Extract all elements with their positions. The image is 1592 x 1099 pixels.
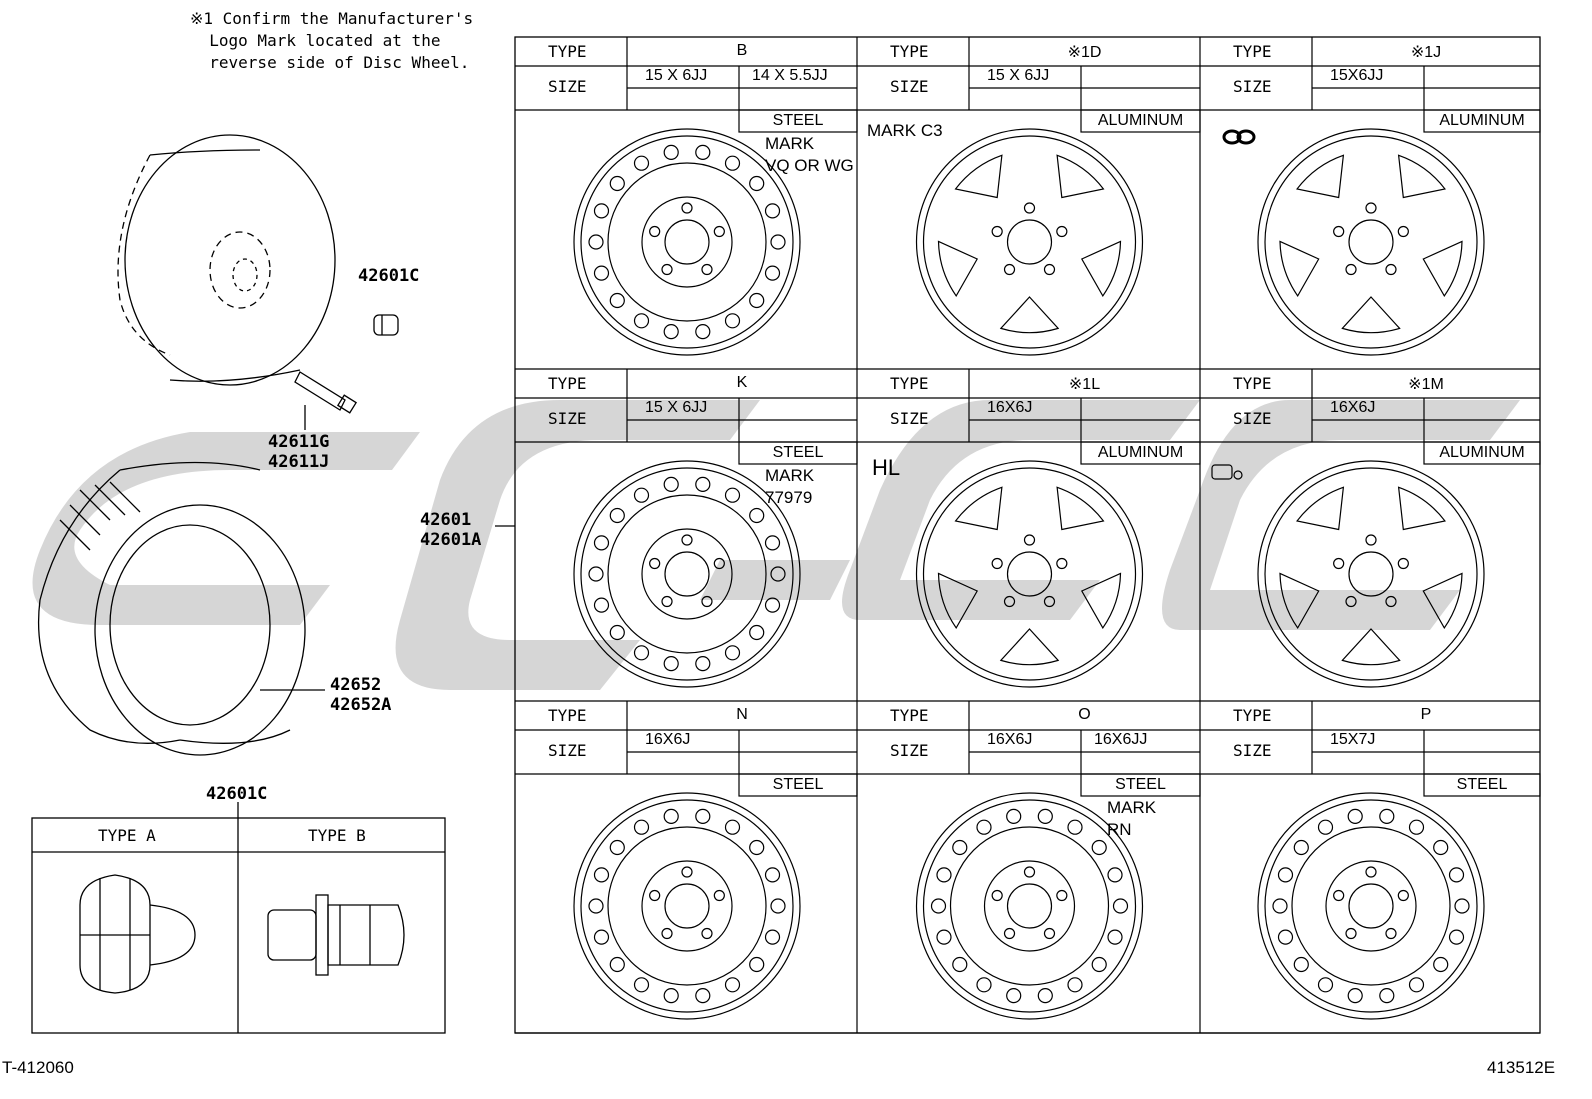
wheel-type-8[interactable]: P <box>1420 706 1432 723</box>
type-label: TYPE <box>548 706 587 725</box>
wheel-size-6-a: 16X6J <box>645 731 691 748</box>
wheel-type-6[interactable]: N <box>736 706 748 723</box>
wheel-size-5-a: 16X6J <box>1330 399 1376 416</box>
size-label: SIZE <box>890 741 929 760</box>
type-label: TYPE <box>548 42 587 61</box>
nut-type-b-label: TYPE B <box>308 826 366 845</box>
nut-table-frame <box>31 802 446 1034</box>
part-number-wheel-b[interactable]: 42601A <box>420 530 482 550</box>
wheel-size-1-a: 15 X 6JJ <box>987 67 1050 84</box>
type-label: TYPE <box>890 706 929 725</box>
lug-nut-small-drawing <box>373 314 399 336</box>
tire-wheel-assembly-drawing <box>117 134 336 386</box>
wheel-material-7: STEEL <box>1115 776 1166 793</box>
wheel-drawing-5 <box>1257 460 1485 688</box>
wheel-drawing-0 <box>573 128 801 356</box>
wheel-type-4[interactable]: ※1L <box>1068 376 1101 393</box>
wheel-drawing-2 <box>1257 128 1485 356</box>
size-label: SIZE <box>548 409 587 428</box>
part-number-tire-a[interactable]: 42652 <box>330 675 382 695</box>
part-number-valve-b[interactable]: 42611J <box>268 452 330 472</box>
wheel-drawing-3 <box>573 460 801 688</box>
valve-stem-drawing <box>294 371 358 430</box>
acorn-nut-drawing <box>79 874 196 994</box>
nut-type-a-label: TYPE A <box>98 826 156 845</box>
wheel-drawing-4 <box>915 460 1144 688</box>
tire-drawing <box>37 461 325 756</box>
wheel-material-5: ALUMINUM <box>1439 444 1525 461</box>
type-label: TYPE <box>890 42 929 61</box>
wheel-material-2: ALUMINUM <box>1439 112 1525 129</box>
manufacturer-logo <box>1211 464 1243 480</box>
flange-nut-drawing <box>267 894 405 976</box>
wheel-drawing-7 <box>915 792 1144 1020</box>
size-label: SIZE <box>890 77 929 96</box>
wheel-drawing-8 <box>1257 792 1485 1020</box>
wheel-mark-4-0: HL <box>872 455 901 480</box>
size-label: SIZE <box>548 77 587 96</box>
wheel-size-4-a: 16X6J <box>987 399 1033 416</box>
size-label: SIZE <box>1233 77 1272 96</box>
wheel-material-0: STEEL <box>772 112 824 129</box>
manufacturer-note: ※1 Confirm the Manufacturer's Logo Mark … <box>190 9 474 72</box>
part-number-wheel-a[interactable]: 42601 <box>420 510 472 530</box>
wheel-size-7-a: 16X6J <box>987 731 1033 748</box>
wheel-size-0-b: 14 X 5.5JJ <box>752 67 828 84</box>
wheel-mark-0-1: VQ OR WG <box>765 156 854 175</box>
wheel-type-0[interactable]: B <box>736 42 748 59</box>
wheel-type-7[interactable]: O <box>1078 706 1091 723</box>
type-label: TYPE <box>548 374 587 393</box>
part-number-valve-a[interactable]: 42611G <box>268 432 330 452</box>
type-label: TYPE <box>1233 42 1272 61</box>
wheel-type-2[interactable]: ※1J <box>1410 44 1442 61</box>
wheel-type-5[interactable]: ※1M <box>1408 376 1444 393</box>
wheel-mark-1-0: MARK C3 <box>867 121 943 140</box>
part-number-tire-b[interactable]: 42652A <box>330 695 392 715</box>
infinity-logo <box>1222 129 1256 145</box>
wheel-material-3: STEEL <box>772 444 824 461</box>
wheel-material-6: STEEL <box>772 776 824 793</box>
footer-left-code: T-412060 <box>2 1058 74 1077</box>
footer-right-code: 413512E <box>1487 1058 1556 1077</box>
wheel-size-7-b: 16X6JJ <box>1094 731 1148 748</box>
wheel-mark-7-1: RN <box>1107 820 1132 839</box>
wheel-mark-7-0: MARK <box>1107 798 1157 817</box>
size-label: SIZE <box>548 741 587 760</box>
wheel-drawing-1 <box>915 128 1144 356</box>
type-label: TYPE <box>1233 374 1272 393</box>
type-label: TYPE <box>1233 706 1272 725</box>
wheel-mark-3-1: 77979 <box>765 488 813 507</box>
part-number-lug-nut[interactable]: 42601C <box>358 266 420 286</box>
wheel-mark-0-0: MARK <box>765 134 815 153</box>
wheel-size-3-a: 15 X 6JJ <box>645 399 708 416</box>
size-label: SIZE <box>1233 409 1272 428</box>
wheel-size-2-a: 15X6JJ <box>1330 67 1384 84</box>
wheel-size-8-a: 15X7J <box>1330 731 1376 748</box>
size-label: SIZE <box>890 409 929 428</box>
size-label: SIZE <box>1233 741 1272 760</box>
type-label: TYPE <box>890 374 929 393</box>
wheel-mark-3-0: MARK <box>765 466 815 485</box>
wheel-size-0-a: 15 X 6JJ <box>645 67 708 84</box>
wheel-drawing-6 <box>573 792 801 1020</box>
wheel-type-3[interactable]: K <box>736 374 748 391</box>
wheel-material-4: ALUMINUM <box>1097 444 1184 461</box>
wheel-material-8: STEEL <box>1456 776 1508 793</box>
wheel-material-1: ALUMINUM <box>1097 112 1184 129</box>
wheel-type-1[interactable]: ※1D <box>1067 44 1102 61</box>
part-number-lug-nut-table[interactable]: 42601C <box>206 784 268 804</box>
